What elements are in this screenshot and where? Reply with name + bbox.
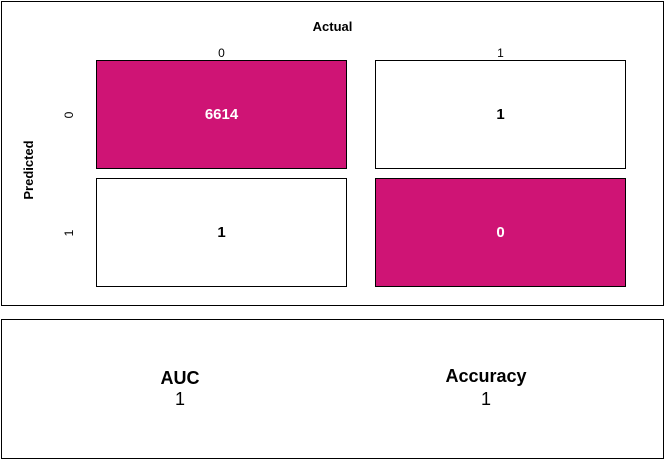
matrix-cell-value-0-0: 6614 bbox=[204, 106, 239, 123]
confusion-matrix-panel: Actual Predicted 0 1 0 1 6614 1 1 0 bbox=[1, 1, 664, 306]
auc-value: 1 bbox=[174, 389, 185, 409]
accuracy-value: 1 bbox=[480, 389, 491, 409]
predicted-axis-title: Predicted bbox=[21, 140, 36, 200]
matrix-cell-1-0: 1 bbox=[96, 178, 347, 287]
matrix-cell-value-1-0: 1 bbox=[217, 224, 226, 241]
matrix-cell-0-1: 1 bbox=[375, 60, 626, 169]
column-label-0: 0 bbox=[218, 46, 225, 60]
metrics-panel: AUC 1 Accuracy 1 bbox=[1, 319, 664, 459]
auc-label: AUC bbox=[160, 368, 200, 388]
matrix-cell-0-0: 6614 bbox=[96, 60, 347, 169]
row-label-1: 1 bbox=[62, 229, 76, 236]
matrix-cell-1-1: 0 bbox=[375, 178, 626, 287]
auc-metric: AUC 1 bbox=[80, 368, 280, 410]
accuracy-metric: Accuracy 1 bbox=[386, 366, 586, 410]
row-label-0: 0 bbox=[62, 111, 76, 118]
column-label-1: 1 bbox=[497, 46, 504, 60]
matrix-cell-value-1-1: 0 bbox=[496, 224, 505, 241]
actual-axis-title: Actual bbox=[312, 19, 353, 34]
accuracy-label: Accuracy bbox=[445, 366, 527, 386]
matrix-cell-value-0-1: 1 bbox=[496, 106, 505, 123]
